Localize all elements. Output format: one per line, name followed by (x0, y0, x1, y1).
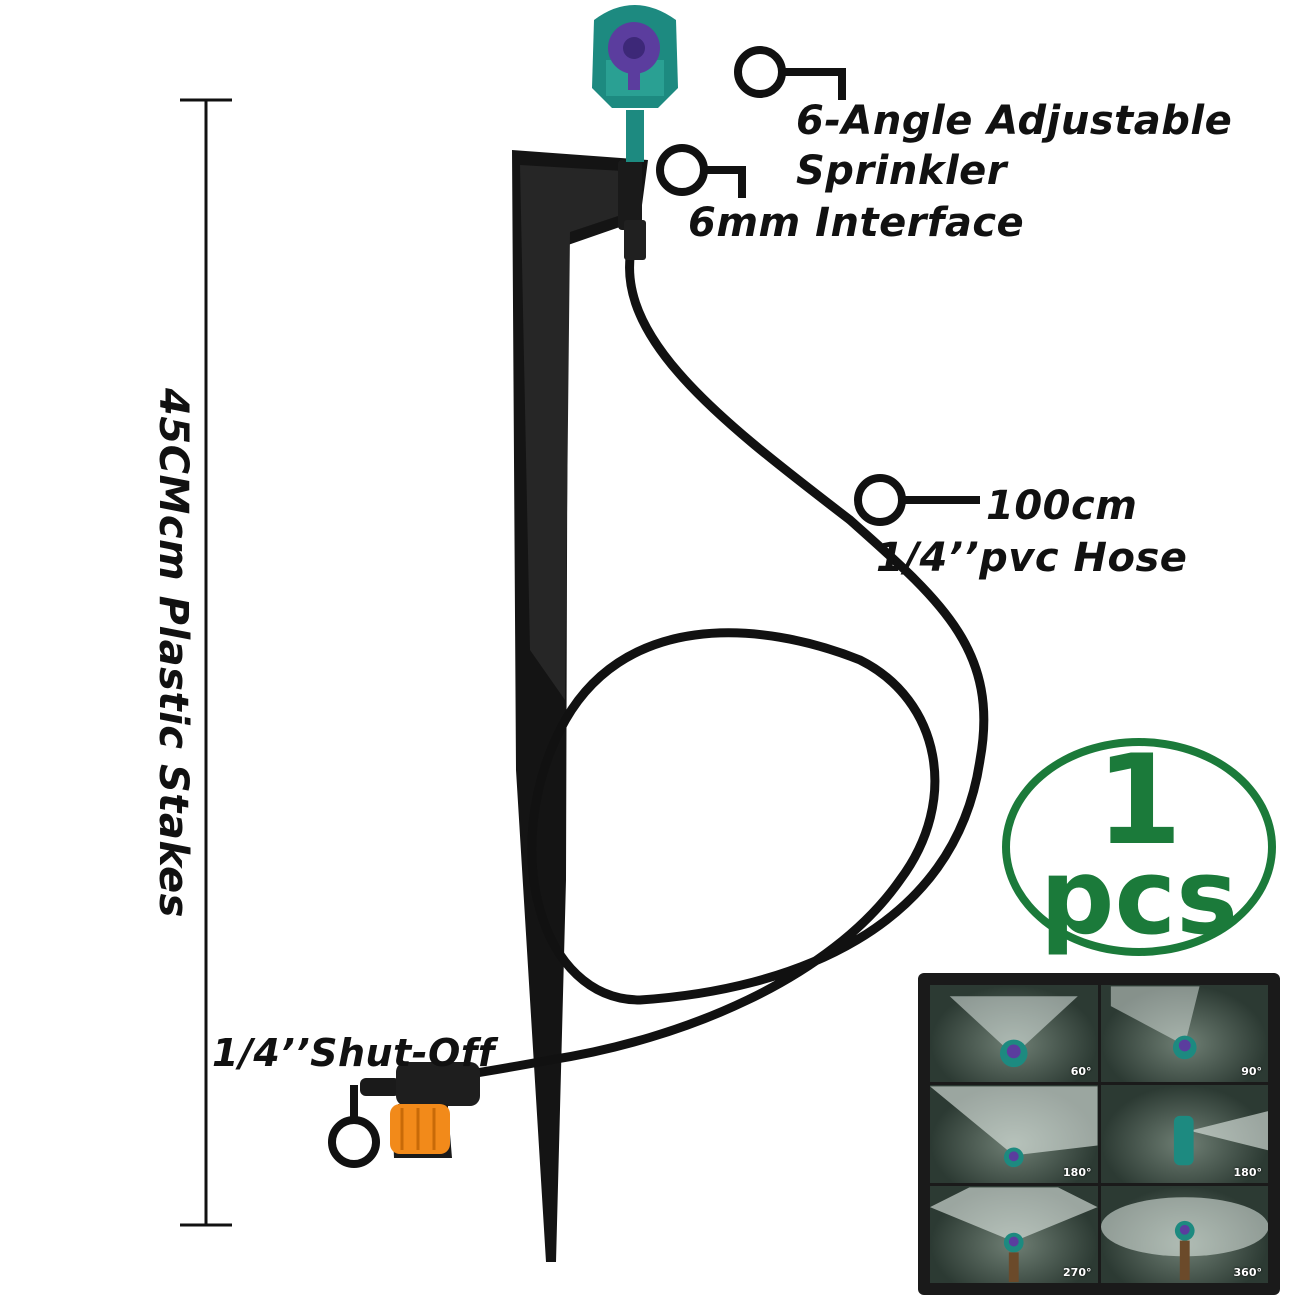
spray-photo: 90° (1100, 985, 1268, 1083)
measurement-bracket (180, 98, 232, 1227)
spray-photo: 270° (930, 1185, 1098, 1283)
shutoff-valve (360, 1062, 480, 1158)
hose-type-text: 1/4’’pvc Hose (876, 535, 1188, 581)
sprinkler-head (592, 5, 678, 162)
quantity-unit: pcs (1040, 836, 1238, 958)
shutoff-label: 1/4’’Shut-Off (212, 1031, 495, 1075)
spray-angle-label: 90° (1241, 1065, 1262, 1079)
spray-angle-gallery: 60° 90° 180° 180° 270° 360° (918, 973, 1280, 1295)
spray-angle-label: 60° (1070, 1065, 1092, 1079)
spray-angle-label: 180° (1233, 1165, 1262, 1179)
hose-length-text: 100cm (986, 483, 1138, 529)
callout-sprinkler (734, 46, 846, 100)
stakes-label: 45CMcm Plastic Stakes (150, 388, 196, 918)
spray-angle-label: 270° (1063, 1266, 1092, 1279)
spray-angle-label: 360° (1233, 1266, 1262, 1279)
interface-connector (618, 160, 646, 260)
interface-label: 6mm Interface (688, 200, 1025, 246)
spray-photo: 360° (1100, 1185, 1268, 1283)
sprinkler-label: 6-Angle Adjustable Sprinkler (796, 98, 1233, 194)
spray-photo: 180° (1100, 1085, 1268, 1183)
spray-photo: 180° (930, 1085, 1098, 1183)
pvc-hose (394, 230, 989, 1090)
hose-label: 100cm 1/4’’pvc Hose (876, 480, 1187, 584)
quantity-number: 1 (1095, 729, 1183, 873)
spray-photo: 60° (930, 985, 1098, 1083)
quantity-badge: 1 pcs (1002, 729, 1276, 958)
spray-angle-label: 180° (1063, 1165, 1092, 1179)
callout-interface (656, 144, 746, 198)
callout-shutoff (328, 1085, 380, 1168)
callout-hose (854, 474, 980, 526)
